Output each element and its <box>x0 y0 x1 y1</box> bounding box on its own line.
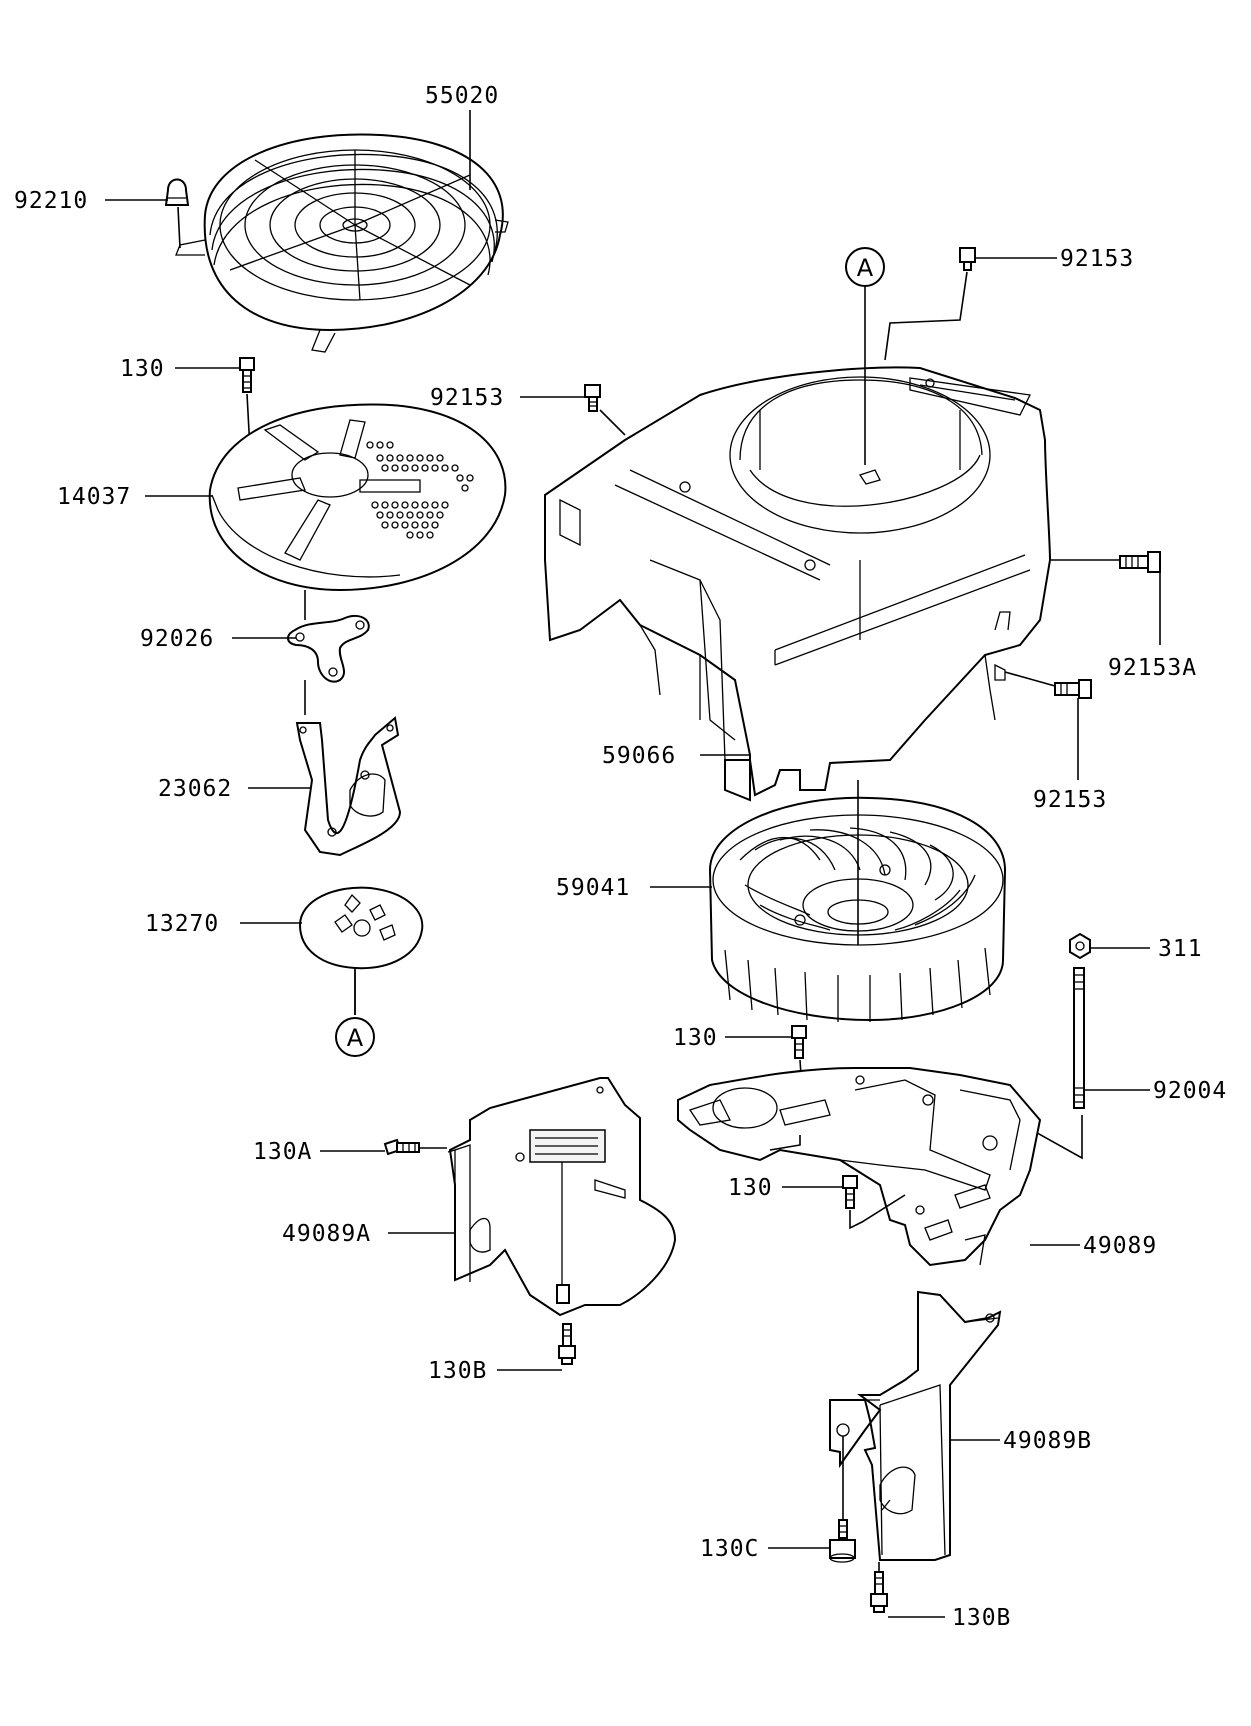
bolt-92153-top <box>884 247 976 361</box>
baffle-49089B <box>829 1290 1002 1561</box>
baffle-49089A <box>447 1077 677 1317</box>
bracket-23062 <box>295 716 402 857</box>
bolt-130-low <box>842 1175 906 1230</box>
part-label-130C: 130C <box>700 1536 759 1562</box>
plate-13270 <box>298 886 424 1015</box>
bolt-130A <box>383 1138 447 1156</box>
part-label-92153: 92153 <box>1060 246 1134 272</box>
flywheel-fan-59041 <box>708 780 1007 1022</box>
part-label-130: 130 <box>728 1175 773 1201</box>
part-label-92210: 92210 <box>14 188 88 214</box>
part-label-130: 130 <box>673 1025 718 1051</box>
baffle-49089 <box>677 1067 1042 1267</box>
perforation-pattern <box>366 441 474 539</box>
part-label-23062: 23062 <box>158 776 232 802</box>
ref-circle-top: A <box>845 247 885 287</box>
part-label-49089A: 49089A <box>282 1221 371 1247</box>
cap-nut-92210 <box>164 178 190 249</box>
part-label-92026: 92026 <box>140 626 214 652</box>
part-label-59066: 59066 <box>602 743 676 769</box>
part-label-92153: 92153 <box>1033 787 1107 813</box>
bolt-130C <box>829 1519 856 1563</box>
fan-screen-55020 <box>175 133 509 353</box>
part-label-130B: 130B <box>952 1605 1011 1631</box>
blower-housing-59066 <box>544 366 1052 802</box>
bolt-92153-right <box>1004 671 1092 699</box>
part-label-59041: 59041 <box>556 875 630 901</box>
bolt-92153A <box>1050 551 1161 573</box>
ref-label: A <box>857 254 874 282</box>
leader-lines <box>105 110 1161 1618</box>
part-labels: 55020 92210 130 14037 92026 23062 13270 … <box>14 83 1227 1631</box>
part-label-130: 130 <box>120 356 165 382</box>
bolt-92153-left <box>584 384 626 436</box>
screen-plate-14037 <box>208 403 507 620</box>
part-label-13270: 13270 <box>145 911 219 937</box>
part-label-55020: 55020 <box>425 83 499 109</box>
part-label-92153: 92153 <box>430 385 504 411</box>
part-label-49089B: 49089B <box>1003 1428 1092 1454</box>
part-label-92004: 92004 <box>1153 1078 1227 1104</box>
spring-plate-92026 <box>287 614 370 715</box>
bolt-130B-left <box>558 1323 576 1365</box>
part-label-49089: 49089 <box>1083 1233 1157 1259</box>
nut-311 <box>1069 932 1091 960</box>
part-label-311: 311 <box>1158 936 1203 962</box>
ref-label: A <box>347 1024 364 1052</box>
part-label-130A: 130A <box>253 1139 312 1165</box>
part-label-130B: 130B <box>428 1358 487 1384</box>
ref-circle-bottom: A <box>335 1017 375 1057</box>
part-label-14037: 14037 <box>57 484 131 510</box>
part-label-92153A: 92153A <box>1108 655 1197 681</box>
bolt-130B-right <box>870 1562 888 1613</box>
